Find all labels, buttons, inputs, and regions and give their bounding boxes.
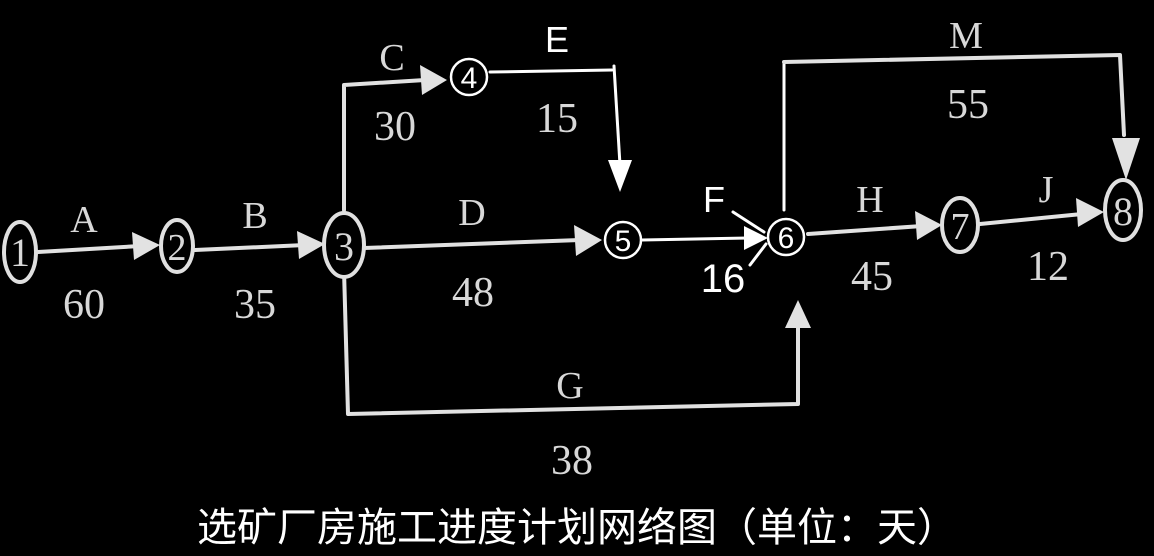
activity-g-duration: 38	[551, 438, 593, 484]
activity-h-name: H	[856, 179, 883, 221]
activity-f-arrowhead	[744, 226, 768, 250]
activity-m-duration: 55	[947, 82, 989, 128]
activity-e-duration: 15	[536, 96, 578, 142]
activity-g-name: G	[556, 365, 583, 407]
node-6: 6	[766, 217, 806, 257]
activity-j-arrow	[978, 212, 1084, 226]
activity-b-duration: 35	[234, 282, 276, 328]
node-8: 8	[1103, 178, 1143, 242]
node-3-label: 3	[334, 224, 354, 269]
activity-a-arrowhead	[132, 232, 160, 260]
activity-f-arrow	[640, 236, 750, 242]
activity-e-name: E	[545, 19, 569, 60]
activity-a-arrow	[36, 244, 142, 254]
activity-m-arrow	[782, 53, 1126, 137]
activity-d-arrowhead	[574, 225, 602, 256]
node-7: 7	[940, 196, 980, 254]
activity-a-duration: 60	[63, 282, 105, 328]
node-3: 3	[322, 211, 366, 279]
activity-j-duration: 12	[1027, 244, 1069, 290]
activity-j-arrowhead	[1076, 198, 1104, 227]
activity-d-arrow	[362, 238, 582, 250]
activity-e-arrow-down	[612, 64, 622, 167]
activity-h-duration: 45	[851, 254, 893, 300]
activity-c-arrowhead	[420, 65, 447, 95]
activity-m-name: M	[949, 15, 983, 57]
activity-m-arrowhead	[1112, 138, 1140, 180]
activity-d-duration: 48	[452, 270, 494, 316]
node-2-label: 2	[168, 227, 187, 269]
node-4: 4	[449, 57, 489, 97]
activity-b-arrow	[193, 243, 307, 252]
activity-a-name: A	[70, 199, 98, 241]
activity-e-arrowhead	[608, 160, 632, 192]
node-5: 5	[603, 220, 643, 260]
node-8-label: 8	[1113, 189, 1133, 234]
activity-j-name: J	[1039, 169, 1054, 211]
diagram-caption: 选矿厂房施工进度计划网络图（单位：天）	[197, 505, 957, 551]
node-7-label: 7	[951, 206, 970, 248]
activity-f-name: F	[703, 179, 725, 220]
activity-e-arrow	[488, 68, 614, 74]
activity-c-duration: 30	[374, 104, 416, 150]
activity-f-leader-bottom	[748, 242, 768, 267]
node-1: 1	[2, 220, 38, 284]
activity-b-name: B	[242, 195, 267, 237]
activity-c-arrow	[342, 78, 427, 212]
activity-c-name: C	[379, 37, 404, 79]
activity-b-arrowhead	[297, 231, 325, 259]
activity-g-arrow	[342, 268, 800, 416]
node-2: 2	[159, 218, 195, 274]
network-diagram-canvas: 1 2 3 4 5 6 7 8 A B C D E F G H J M 60 3…	[2, 15, 1143, 484]
activity-g-arrowhead	[785, 300, 811, 328]
activity-h-arrowhead	[915, 211, 942, 240]
node-6-label: 6	[778, 222, 795, 255]
node-4-label: 4	[461, 62, 478, 95]
activity-d-name: D	[458, 192, 485, 234]
node-1-label: 1	[10, 230, 30, 275]
node-5-label: 5	[615, 225, 632, 258]
activity-h-arrow	[806, 224, 924, 236]
activity-f-duration: 16	[701, 257, 746, 301]
activity-f-leader-top	[731, 210, 766, 234]
